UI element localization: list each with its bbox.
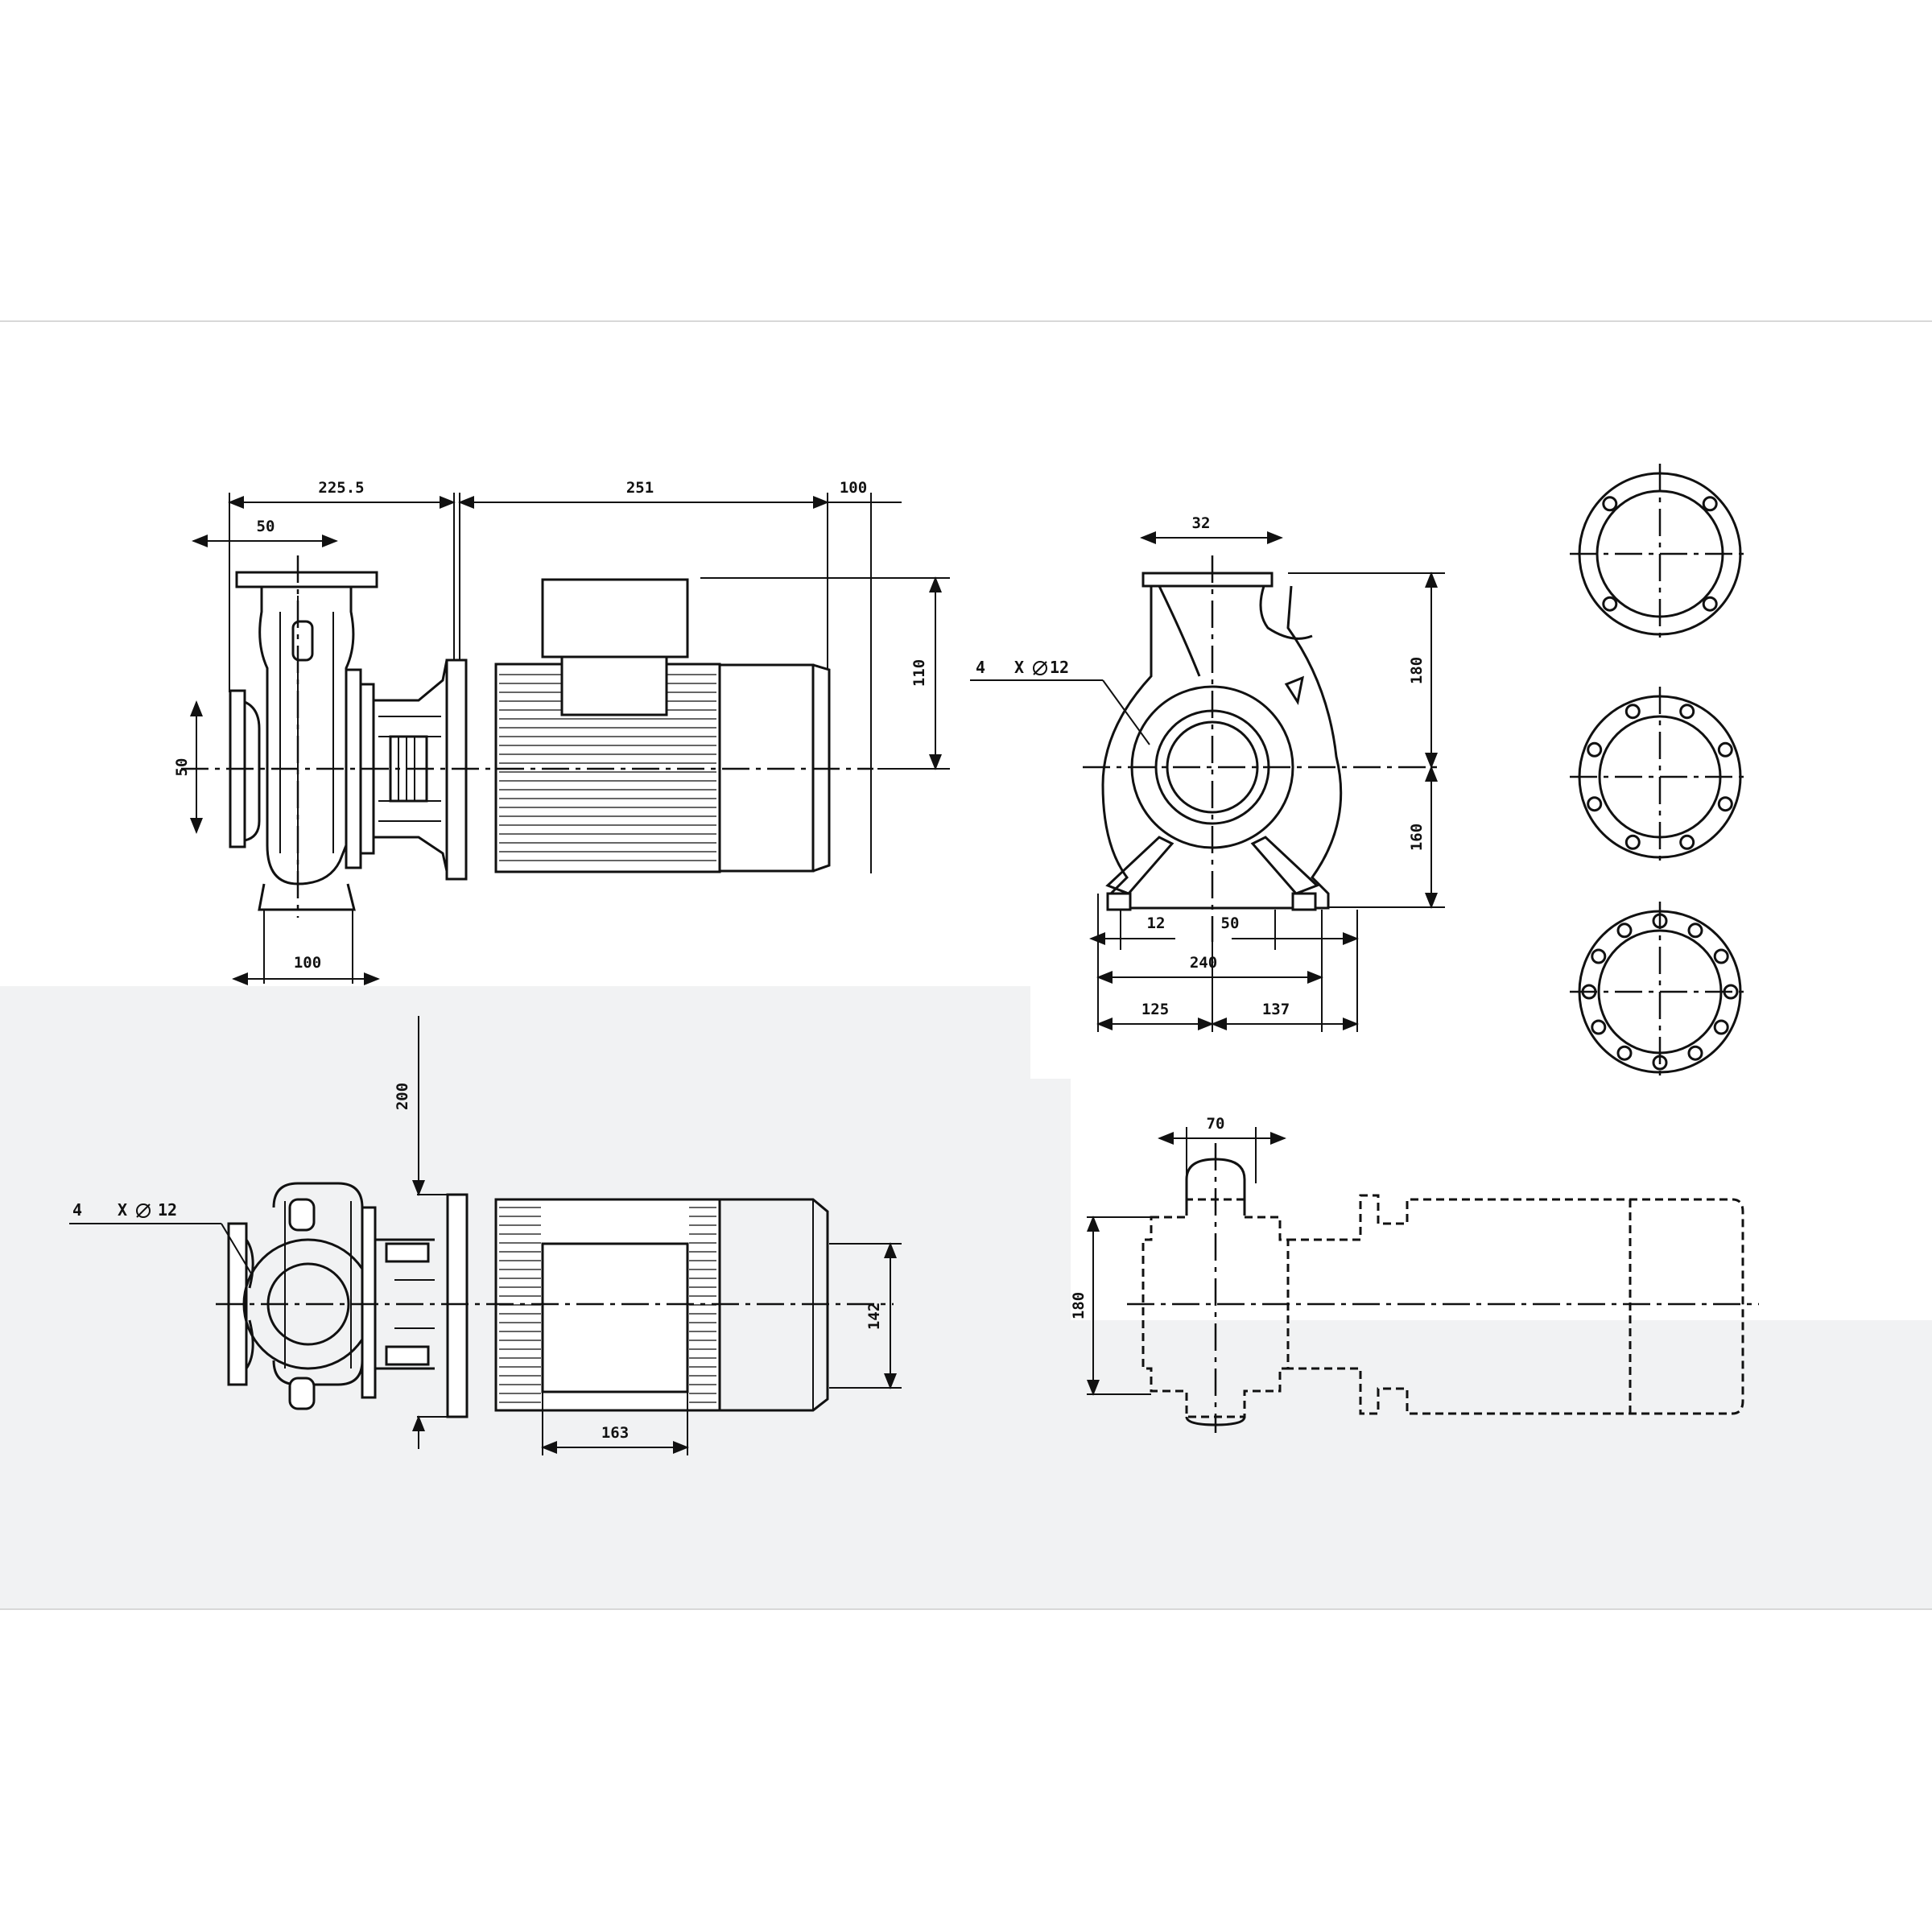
terminal-box	[541, 578, 689, 658]
suction-inner	[1166, 720, 1259, 814]
top-hole-count: 4	[72, 1200, 82, 1220]
front-hole-count: 4	[976, 658, 985, 677]
bolt-hole	[1679, 834, 1695, 850]
bolt-hole	[1687, 1045, 1703, 1061]
front-dim-12: 12	[1147, 914, 1166, 932]
front-hole-x: X	[1014, 658, 1024, 677]
bolt-hole	[1713, 948, 1729, 964]
front-hole-size: 12	[1050, 658, 1069, 677]
front-dim-160: 160	[1408, 824, 1426, 851]
flange-4-holes	[1570, 464, 1750, 644]
bolt-hole	[1587, 741, 1603, 758]
top-dim-142: 142	[865, 1302, 883, 1330]
top-terminal-box	[541, 1242, 689, 1393]
bolt-hole	[1591, 948, 1607, 964]
bolt-hole	[1602, 496, 1618, 512]
bolt-hole	[1679, 704, 1695, 720]
front-dim-137: 137	[1262, 1001, 1290, 1018]
bolt-hole	[1702, 496, 1718, 512]
bolt-hole	[1702, 596, 1718, 612]
bolt-hole	[1687, 923, 1703, 939]
dim-50-inlet: 50	[173, 758, 191, 777]
front-dim-125: 125	[1141, 1001, 1169, 1018]
front-dim-50: 50	[1221, 914, 1240, 932]
top-hole-x: X	[118, 1200, 127, 1220]
bolt-hole	[1717, 796, 1733, 812]
white-area-top-left	[0, 322, 1030, 986]
top-motor-flange	[446, 1193, 469, 1418]
bolt-hole	[1624, 704, 1641, 720]
top-dim-200: 200	[394, 1083, 411, 1110]
front-dim-240: 240	[1190, 954, 1217, 972]
side-view: 225.5 251 100 50 110 50 100	[173, 479, 950, 985]
front-dim-32: 32	[1192, 514, 1211, 532]
white-area-top-right	[1030, 322, 1932, 1079]
top-hole-size: 12	[158, 1200, 177, 1220]
bolt-hole	[1587, 796, 1603, 812]
front-dim-180: 180	[1408, 657, 1426, 684]
dim-251: 251	[626, 479, 654, 497]
outline-dim-180: 180	[1070, 1292, 1088, 1319]
bolt-hole	[1713, 1019, 1729, 1035]
discharge-flange	[235, 571, 378, 588]
front-discharge-flange	[1141, 572, 1274, 588]
bolt-hole	[1717, 741, 1733, 758]
dim-100-base: 100	[294, 954, 321, 972]
dim-50: 50	[257, 518, 275, 535]
flange-8-holes	[1570, 687, 1750, 867]
bolt-hole	[1624, 834, 1641, 850]
top-diameter-symbol-icon	[136, 1203, 151, 1218]
bottom-divider	[0, 1608, 1932, 1610]
outline-view: 70 180	[1070, 1115, 1759, 1433]
top-view: 4 X 12 200 142 163	[69, 1016, 902, 1455]
flange-details	[1570, 464, 1750, 1082]
divider-line	[0, 320, 1932, 322]
outline-dim-70: 70	[1207, 1115, 1225, 1133]
front-view: 4 X 12 32 180 160 12 50 2	[970, 514, 1445, 1032]
bolt-hole	[1616, 923, 1633, 939]
bolt-hole	[1591, 1019, 1607, 1035]
top-dim-163: 163	[601, 1424, 629, 1442]
bolt-hole	[1616, 1045, 1633, 1061]
diameter-symbol-icon	[1033, 661, 1047, 675]
flange-12-holes	[1570, 902, 1750, 1082]
dim-225-5: 225.5	[318, 479, 364, 497]
bolt-hole	[1602, 596, 1618, 612]
dim-110: 110	[910, 659, 928, 687]
top-band	[0, 0, 1932, 320]
dim-100-top: 100	[840, 479, 867, 497]
